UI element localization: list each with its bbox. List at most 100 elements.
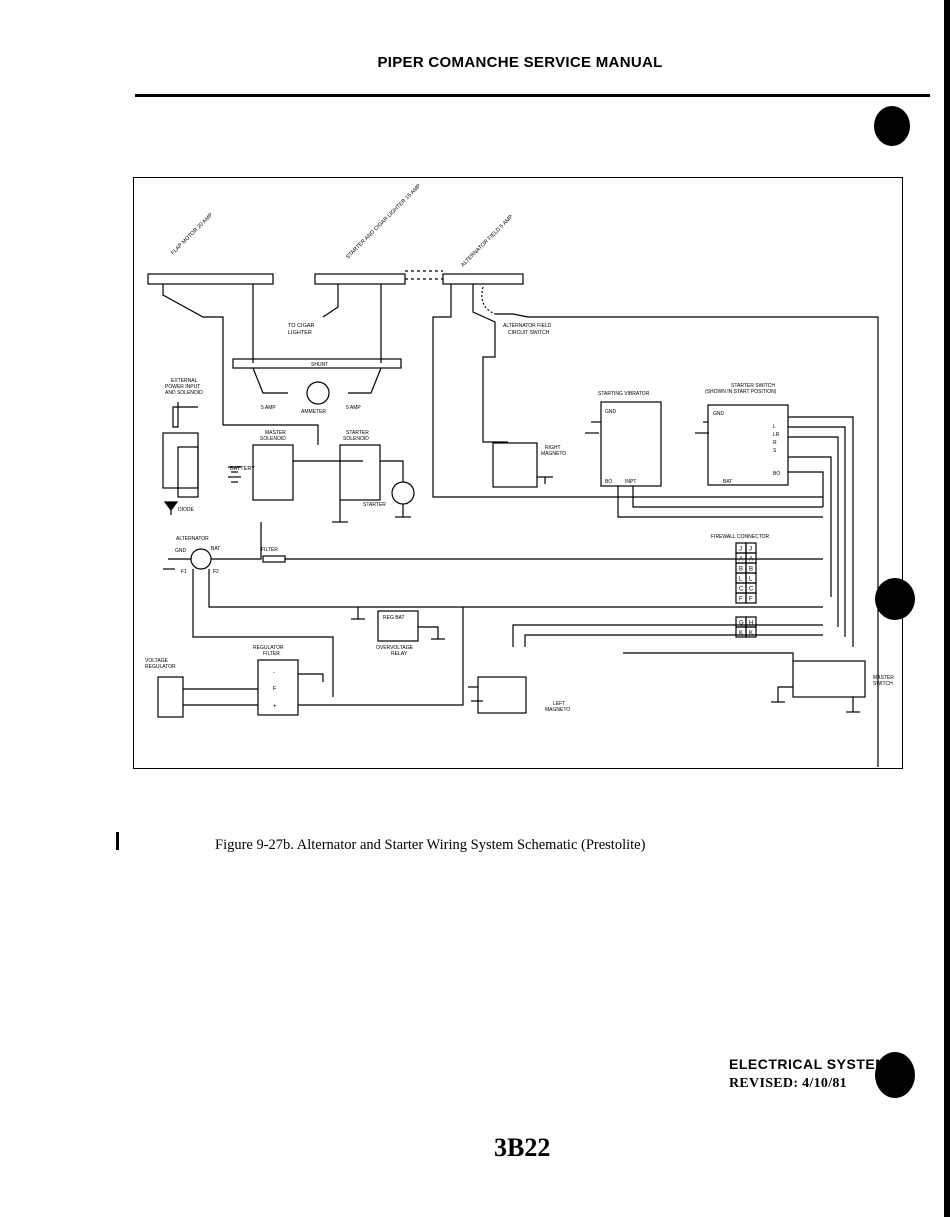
label-reg-minus: -	[273, 670, 275, 676]
binder-hole-top	[874, 106, 910, 146]
label-f2: F2	[213, 569, 219, 575]
label-overvoltage-2: RELAY	[391, 651, 408, 657]
label-alt-bat: BAT	[211, 546, 220, 552]
shunt-bar	[232, 358, 402, 369]
firewall-pin-label: A	[739, 557, 743, 563]
label-starter-switch-1: STARTER SWITCH	[731, 383, 775, 389]
label-right-magneto-1: RIGHT	[545, 445, 561, 451]
schematic-frame	[133, 177, 903, 769]
label-5-amp-left: 5 AMP	[261, 405, 276, 411]
label-switch-s: S	[773, 448, 777, 454]
starter-motor-symbol	[391, 481, 415, 505]
label-vibrator-bo: BO	[605, 479, 612, 485]
firewall-pin-label: F	[749, 597, 753, 603]
label-left-magneto-2: MAGNETO	[545, 707, 570, 713]
page-header: PIPER COMANCHE SERVICE MANUAL	[377, 54, 663, 71]
label-left-magneto-1: LEFT	[553, 701, 565, 707]
right-magneto	[492, 442, 538, 488]
label-diode: DIODE	[178, 507, 195, 513]
revision-bar	[116, 832, 119, 850]
firewall-pin-label: B	[749, 567, 753, 573]
firewall-pin-label: F	[739, 597, 743, 603]
binder-hole-bottom	[875, 1052, 915, 1098]
regulator-filter	[257, 659, 299, 716]
wiring-schematic: FLAP MOTOR 20 AMP STARTER AND CIGAR LIGH…	[145, 183, 894, 767]
label-reg-bat: REG BAT	[383, 615, 405, 621]
label-switch-lr: LR	[773, 432, 780, 438]
label-starter-solenoid-2: SOLENOID	[343, 436, 369, 442]
label-to-cigar-lighter-2: LIGHTER	[288, 330, 312, 336]
page-number: 3B22	[494, 1133, 551, 1162]
label-regulator-filter-1: REGULATOR	[253, 645, 284, 651]
label-ammeter: AMMETER	[301, 409, 326, 415]
firewall-pin-label: C	[739, 587, 744, 593]
label-master-solenoid-1: MASTER	[265, 430, 286, 436]
external-solenoid	[162, 432, 199, 489]
footer-revised: REVISED: 4/10/81	[729, 1076, 847, 1091]
firewall-pin-label: K	[749, 631, 753, 637]
label-firewall-connector: FIREWALL CONNECTOR	[711, 534, 770, 540]
page-edge-border	[944, 0, 950, 1217]
label-overvoltage-1: OVERVOLTAGE	[376, 645, 414, 651]
label-vibrator-inpt: INPT	[625, 479, 636, 485]
label-alt-field-switch-1: ALTERNATOR FIELD	[503, 323, 552, 329]
firewall-pin-label: J	[739, 547, 742, 553]
breaker-bar-flap-motor	[147, 273, 274, 285]
label-right-magneto-2: MAGNETO	[541, 451, 566, 457]
breaker-bar-alternator-field	[442, 273, 524, 285]
label-battery: BATTERY	[230, 466, 255, 472]
filter-symbol	[262, 555, 286, 563]
firewall-pin-label: G	[739, 621, 744, 627]
label-regulator-filter-2: FILTER	[263, 651, 280, 657]
ammeter-symbol	[306, 381, 330, 405]
label-switch-l: L	[773, 424, 776, 430]
label-alt-gnd: GND	[175, 548, 187, 554]
starter-solenoid	[339, 444, 381, 501]
label-voltage-regulator-1: VOLTAGE	[145, 658, 169, 664]
voltage-regulator	[157, 676, 184, 718]
label-f1: F1	[181, 569, 187, 575]
label-master-switch-2: SWITCH	[873, 681, 893, 687]
label-switch-bat: BAT	[723, 479, 732, 485]
label-alt-field-switch-2: CIRCUIT SWITCH	[508, 330, 550, 336]
master-switch	[792, 660, 866, 698]
firewall-pin-label: K	[739, 631, 743, 637]
label-starter-switch-2: (SHOWN IN START POSITION)	[705, 389, 777, 395]
firewall-pin-label: B	[739, 567, 743, 573]
label-flap-motor: FLAP MOTOR 20 AMP	[170, 212, 214, 256]
firewall-pin-box	[745, 626, 757, 638]
label-starting-vibrator: STARTING VIBRATOR	[598, 391, 650, 397]
label-ext-power-3: AND SOLENOID	[165, 390, 203, 396]
header-rule	[135, 94, 930, 97]
label-reg-f: F	[273, 686, 277, 692]
label-alternator: ALTERNATOR	[176, 536, 209, 542]
starting-vibrator-box	[600, 401, 662, 487]
label-5-amp-right: 5 AMP	[346, 405, 361, 411]
label-filter: FILTER	[261, 547, 278, 553]
label-ext-power-1: EXTERNAL	[171, 378, 198, 384]
starter-switch-box	[707, 404, 789, 486]
label-voltage-regulator-2: REGULATOR	[145, 664, 176, 670]
firewall-pin-label: L	[749, 577, 753, 583]
label-switch-r: R	[773, 440, 777, 446]
footer-block: ELECTRICAL SYSTEM REVISED: 4/10/81	[729, 1055, 887, 1093]
firewall-pin-label: J	[749, 547, 752, 553]
label-master-switch-1: MASTER	[873, 675, 894, 681]
label-starter-solenoid-1: STARTER	[346, 430, 369, 436]
firewall-pin-label: L	[739, 577, 743, 583]
breaker-bar-starter-cigar	[314, 273, 406, 285]
overvoltage-relay	[377, 610, 419, 642]
label-shunt: SHUNT	[311, 362, 328, 368]
label-alternator-field: ALTERNATOR FIELD 5 AMP	[460, 214, 515, 269]
label-master-solenoid-2: SOLENOID	[260, 436, 286, 442]
binder-hole-middle	[875, 578, 915, 620]
figure-caption: Figure 9-27b. Alternator and Starter Wir…	[215, 837, 646, 853]
firewall-pin-label: A	[749, 557, 753, 563]
left-magneto	[477, 676, 527, 714]
firewall-pin-label: C	[749, 587, 754, 593]
firewall-pin-box	[745, 592, 757, 604]
footer-section: ELECTRICAL SYSTEM	[729, 1056, 888, 1072]
label-vibrator-gnd: GND	[605, 409, 617, 415]
label-switch-gnd: GND	[713, 411, 725, 417]
